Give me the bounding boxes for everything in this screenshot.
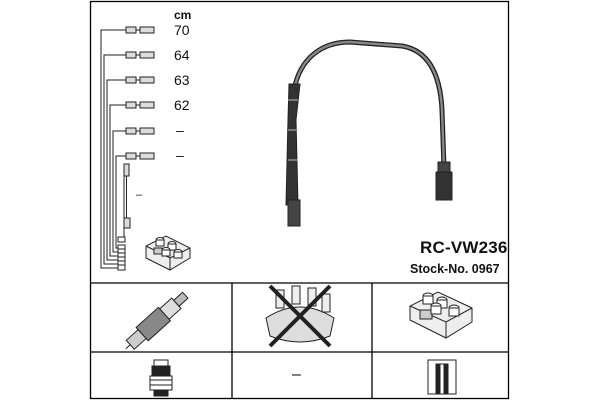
cable-length-3: 63 [174, 72, 190, 88]
unit-label: cm [174, 8, 192, 22]
ignition-coil-icon [409, 291, 473, 339]
part-number: RC-VW236 [420, 238, 508, 257]
cable-set-icon [100, 26, 155, 271]
ignition-coil-icon [145, 235, 191, 271]
plug-boot-icon [149, 359, 173, 397]
main-cable-icon [285, 39, 453, 227]
spark-plug-connector-symbol: – [292, 366, 301, 383]
cable-length-5: – [176, 122, 184, 138]
distributor-cap-icon [265, 284, 335, 348]
cable-length-1: 70 [174, 22, 190, 38]
short-lead-label: – [136, 189, 143, 201]
cable-length-2: 64 [174, 47, 190, 63]
cable-length-6: – [176, 147, 184, 163]
frame-lines [89, 0, 510, 400]
spark-plug-icon [125, 291, 189, 350]
coil-boot-icon [427, 359, 457, 395]
cable-length-4: 62 [174, 97, 190, 113]
stock-number: Stock-No. 0967 [410, 262, 500, 276]
